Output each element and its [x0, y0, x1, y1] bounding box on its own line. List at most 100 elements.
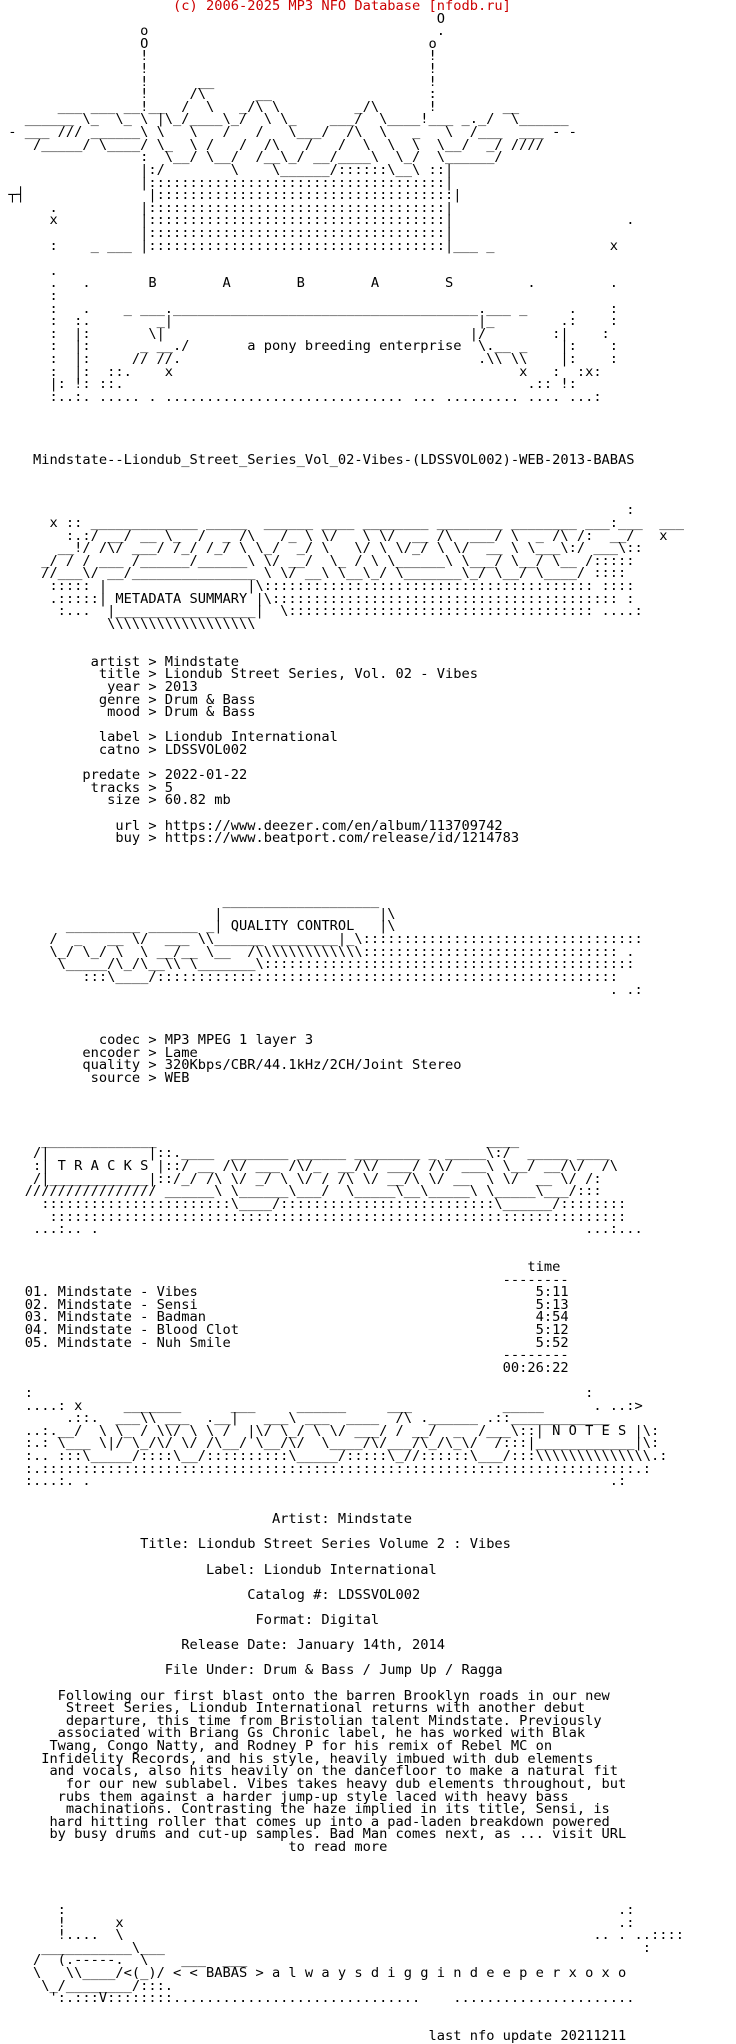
- nfo-line: \ \\____/<(_)/ < < BABAS > a l w a y s d…: [0, 1965, 627, 1982]
- nfo-line: Infidelity Records, and his style, heavi…: [0, 1750, 594, 1767]
- nfo-line: : _ ___ |:::::::::::::::::::::::::::::::…: [0, 237, 619, 254]
- nfo-line: by busy drums and cut-up samples. Bad Ma…: [0, 1826, 627, 1843]
- nfo-line: _________ ______ _| QUALITY CONTROL |\: [0, 918, 396, 935]
- nfo-line: :| T R A C K S |::/ __ /\/ ___ /\/_ __/\…: [0, 1158, 619, 1175]
- nfo-line: File Under: Drum & Bass / Jump Up / Ragg…: [0, 1662, 503, 1679]
- nfo-line: [0, 630, 736, 643]
- nfo-line: departure, this time from Bristolian tal…: [0, 1712, 602, 1729]
- nfo-viewer: (c) 2006-2025 MP3 NFO Database [nfodb.ru…: [8, 0, 684, 2043]
- nfo-line: 01. Mindstate - Vibes 5:11: [0, 1284, 569, 1301]
- nfo-line: 03. Mindstate - Badman 4:54: [0, 1309, 569, 1326]
- nfo-line: codec > MP3 MPEG 1 layer 3: [0, 1031, 314, 1048]
- nfo-line: //___\/ __/_______________ \ \/ __\ \__\…: [0, 565, 627, 582]
- nfo-line: \_/________/:::.: [0, 1977, 174, 1994]
- nfo-line: - ___ /// ______\ \ \ / / \___/ /\ \ _ \…: [0, 124, 577, 141]
- nfo-line: label > Liondub International: [0, 729, 338, 746]
- nfo-line: / (.-----. \ ___ ___: [0, 1952, 248, 1969]
- nfo-line: O: [0, 10, 445, 27]
- nfo-line: mood > Drum & Bass: [0, 704, 256, 721]
- nfo-line: . .:: [0, 981, 643, 998]
- nfo-line: [0, 1009, 736, 1022]
- nfo-line: Mindstate--Liondub_Street_Series_Vol_02-…: [0, 451, 635, 468]
- nfo-line: O o: [0, 35, 437, 52]
- nfo-line: |: !: ::. .:: !:: [0, 376, 577, 393]
- nfo-line: :.: \___ \|/ \_/\/ \/ /\__/ \__/\/ \____…: [0, 1435, 660, 1452]
- nfo-line: /| |::.____ _______ ______ ________ _ __…: [0, 1145, 610, 1162]
- nfo-line: ! !: [0, 48, 437, 65]
- nfo-line: |::::::::::::::::::::::::::::::::::::|: [0, 224, 454, 241]
- nfo-line: [0, 416, 736, 429]
- nfo-line: Following our first blast onto the barre…: [0, 1687, 610, 1704]
- nfo-line: ::::::::::::::::::::::::::::::::::::::::…: [0, 1208, 627, 1225]
- nfo-line: [0, 857, 736, 870]
- nfo-line: 00:26:22: [0, 1359, 569, 1376]
- nfo-line: __!/ /\/ ___/ /_/ /_/ \ \_/ _/ \ \/ \ \/…: [0, 540, 643, 557]
- nfo-line: time: [0, 1258, 561, 1275]
- nfo-line: to read more: [0, 1838, 388, 1855]
- nfo-line: Label: Liondub International: [0, 1561, 437, 1578]
- nfo-line: and vocals, also hits heavily on the dan…: [0, 1763, 619, 1780]
- nfo-line: : \__/ \__/ /__\_/ __/____\ \_/ \______/: [0, 149, 503, 166]
- nfo-line: .: [0, 262, 58, 279]
- nfo-line: ...:.. . ...:...: [0, 1221, 643, 1238]
- nfo-line: x :: _____________ _____ ______ ____ ___…: [0, 514, 684, 531]
- nfo-line: hard hitting roller that comes up into a…: [0, 1813, 610, 1830]
- nfo-line: source > WEB: [0, 1069, 190, 1086]
- nfo-line: |::::::::::::::::::::::::::::::::::::|: [0, 174, 454, 191]
- nfo-line: ! __ !: [0, 73, 437, 90]
- nfo-line: Street Series, Liondub International ret…: [0, 1700, 586, 1717]
- nfo-line: ______________ ____: [0, 1132, 520, 1149]
- nfo-line: artist > Mindstate: [0, 653, 239, 670]
- nfo-line: [0, 845, 736, 858]
- nfo-line: for our new sublabel. Vibes takes heavy …: [0, 1775, 627, 1792]
- nfo-line: \_/ \_/ \ \ __/__ \__ /\\\\\\\\\\\\\::::…: [0, 943, 635, 960]
- nfo-line: [0, 1110, 736, 1123]
- nfo-line: Twang, Congo Natty, and Rodney P for his…: [0, 1738, 553, 1755]
- nfo-line: | |\: [0, 905, 396, 922]
- nfo-line: [0, 1879, 736, 1892]
- nfo-line: /|____________|::/_/ /\ \/ _/ \ \/ / /\ …: [0, 1170, 602, 1187]
- nfo-line: : :: [0, 1385, 594, 1402]
- nfo-line: associated with Briang Gs Chronic label,…: [0, 1725, 586, 1742]
- nfo-line: url > https://www.deezer.com/en/album/11…: [0, 817, 503, 834]
- nfo-line: :: [0, 502, 635, 519]
- nfo-line: :..:. ..... . ..........................…: [0, 388, 602, 405]
- nfo-line: ! !: [0, 61, 437, 78]
- nfo-line: : . _ ___.______________________________…: [0, 300, 619, 317]
- nfo-line: Artist: Mindstate: [0, 1511, 413, 1528]
- nfo-line: tracks > 5: [0, 779, 174, 796]
- nfo-line: Format: Digital: [0, 1612, 380, 1628]
- nfo-line: /_____/ \____/ \_ \ / / /\ / / \ \ \ \__…: [0, 136, 553, 153]
- nfo-line: :.:/ __/ __ \_ / _ /\ /_ \ \/ \ \/ __ /\…: [0, 527, 668, 544]
- nfo-line: [0, 429, 736, 442]
- nfo-line: //////////////// ______\ \______\___/ \_…: [0, 1183, 602, 1200]
- nfo-line: predate > 2022-01-22: [0, 767, 248, 784]
- nfo-line: rubs them against a harder jump-up style…: [0, 1788, 569, 1805]
- nfo-line: :::\____/:::::::::::::::::::::::::::::::…: [0, 968, 619, 985]
- nfo-line: [0, 1236, 736, 1249]
- nfo-line: o .: [0, 23, 445, 40]
- nfo-line: title > Liondub Street Series, Vol. 02 -…: [0, 666, 478, 683]
- nfo-line: [0, 404, 736, 417]
- nfo-line: encoder > Lame: [0, 1044, 198, 1061]
- nfo-line: / _ __ \/ ___ \\______ ________|_\::::::…: [0, 931, 643, 948]
- nfo-line: [0, 1891, 736, 1904]
- nfo-line: ___ ___ __!__ / \ _/\ \ _/\ ! __: [0, 98, 520, 115]
- nfo-line: : |: ::. x x : :x:: [0, 363, 602, 380]
- nfo-line: [0, 1854, 736, 1867]
- nfo-line: \\\\\\\\\\\\\\\\\\: [0, 615, 256, 632]
- nfo-line: ___________\___ :: [0, 1939, 652, 1956]
- nfo-line: [0, 479, 736, 492]
- nfo-line: 05. Mindstate - Nuh Smile 5:52: [0, 1334, 569, 1351]
- nfo-line: Release Date: January 14th, 2014: [0, 1637, 445, 1654]
- nfo-line: 02. Mindstate - Sensi 5:13: [0, 1296, 569, 1313]
- nfo-line: : |: _ __./ a pony breeding enterprise \…: [0, 338, 619, 355]
- nfo-line: :: [0, 288, 58, 305]
- nfo-line: ___________________: [0, 893, 380, 910]
- nfo-line: .:::::| METADATA SUMMARY |\:::::::::::::…: [0, 590, 635, 607]
- nfo-line: [0, 2018, 736, 2031]
- nfo-line: . |::::::::::::::::::::::::::::::::::::|: [0, 199, 454, 216]
- nfo-line: : .:: [0, 1902, 635, 1919]
- nfo-body: O o . O o ! ! !: [0, 10, 736, 2043]
- nfo-line: ':.:::V::::::::.........................…: [0, 1990, 635, 2007]
